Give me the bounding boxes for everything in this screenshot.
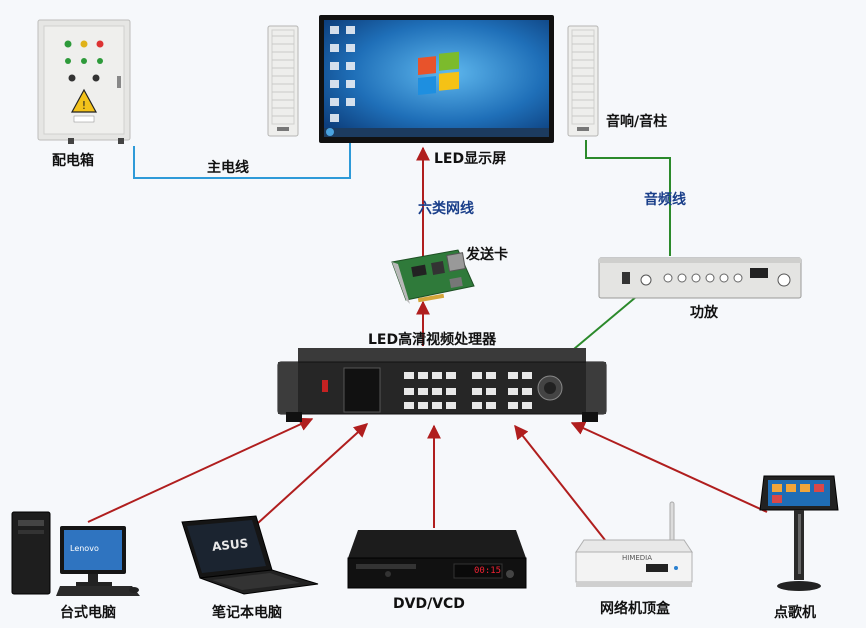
desktop-pc-image <box>11 511 140 596</box>
processor-label: LED高清视频处理器 <box>368 332 497 348</box>
led-screen-image <box>319 15 554 143</box>
arrow-desktop <box>87 417 314 523</box>
amplifier-label: 功放 <box>690 305 718 321</box>
arrow-karaoke <box>570 421 768 513</box>
dvd-vcd-label: DVD/VCD <box>393 596 465 612</box>
speaker-right-image <box>567 25 599 137</box>
desktop-pc-label: 台式电脑 <box>60 605 116 621</box>
karaoke-station-image <box>759 475 839 591</box>
speaker-left-image <box>267 25 299 137</box>
settop-brand-text: HIMEDIA <box>622 554 653 562</box>
arrow-settop <box>514 424 606 541</box>
audio-line-processor <box>567 296 637 355</box>
main-power-line-label: 主电线 <box>207 160 249 176</box>
karaoke-label: 点歌机 <box>774 605 816 621</box>
desktop-brand-text: Lenovo <box>70 544 99 553</box>
main-power-line <box>133 138 351 179</box>
audio-line-label: 音频线 <box>644 192 686 208</box>
svg-text:!: ! <box>82 99 86 112</box>
amplifier-image <box>598 257 802 299</box>
dvd-display-text: 00:15 <box>474 566 502 576</box>
sending-card-label: 发送卡 <box>466 247 508 263</box>
laptop-label: 笔记本电脑 <box>212 605 282 621</box>
speaker-label: 音响/音柱 <box>606 114 668 130</box>
sending-card-image <box>391 249 475 304</box>
laptop-image <box>181 515 319 595</box>
arrow-laptop <box>257 423 369 524</box>
network-box-image <box>575 501 693 587</box>
network-box-label: 网络机顶盒 <box>600 601 670 617</box>
audio-line-speaker <box>585 140 671 256</box>
dvd-player-image <box>347 530 527 589</box>
distribution-box-label: 配电箱 <box>52 153 94 169</box>
video-processor-image <box>277 348 607 422</box>
distribution-box-image: ! <box>37 19 131 144</box>
cat6-cable-label: 六类网线 <box>418 201 474 217</box>
led-screen-label: LED显示屏 <box>434 151 507 167</box>
